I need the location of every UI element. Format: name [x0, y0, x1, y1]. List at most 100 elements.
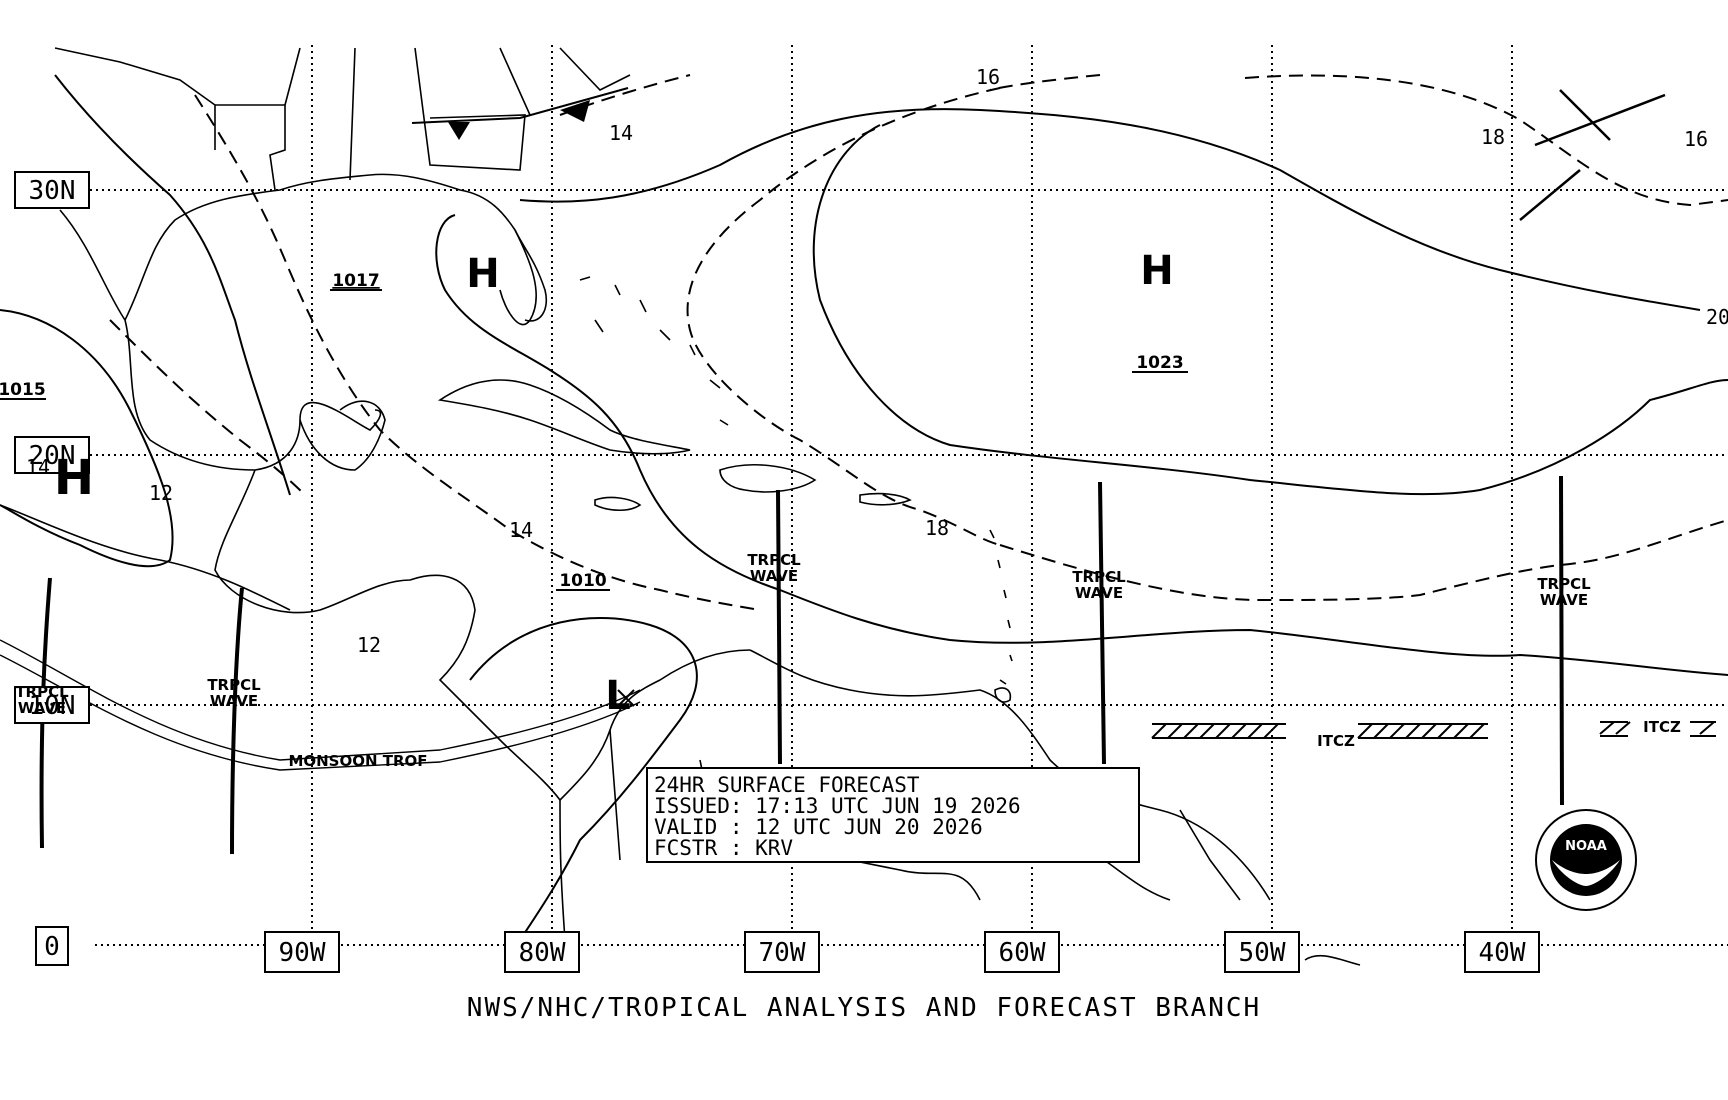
lat-label-20n: 20N: [29, 441, 76, 471]
isobar-label-12-west: 12: [149, 481, 173, 505]
itcz-label-2: ITCZ: [1643, 718, 1681, 736]
isobar-low: [469, 617, 698, 941]
lat-label-0: 0: [44, 932, 60, 962]
florida: [514, 229, 547, 322]
bahamas: [579, 276, 729, 426]
itcz-bar-4: [1690, 721, 1716, 737]
mexico-pacific-coast: [0, 504, 291, 611]
high-center-mexico: H: [54, 450, 94, 506]
isobar-dashed-18: [686, 87, 1001, 546]
pressure-centers: H 1017 H 1023 H 1015 L 1010: [0, 248, 1188, 719]
latitude-labels: 30N 20N 10N 0: [14, 171, 90, 966]
isobars-solid: [0, 74, 1728, 941]
tropical-wave-label-5-line2: WAVE: [1540, 591, 1588, 609]
lesser-antilles: [989, 529, 1013, 685]
pressure-value-1015: 1015: [0, 380, 46, 400]
brazil-coast: [1304, 955, 1361, 966]
isobar-label-18-north: 18: [1481, 125, 1505, 149]
us-border-texas: [54, 47, 216, 150]
trough-segment-ne: [1519, 169, 1581, 221]
wave-axis-5: [1559, 475, 1564, 806]
isobar-atlantic-north: [519, 108, 1701, 311]
central-america: [214, 469, 751, 802]
high-center-gulf: H: [466, 251, 499, 297]
footer-title: NWS/NHC/TROPICAL ANALYSIS AND FORECAST B…: [466, 993, 1262, 1023]
noaa-logo: NOAA: [1535, 809, 1637, 911]
isobar-label-16-east: 16: [1684, 127, 1708, 151]
noaa-logo-text: NOAA: [1565, 839, 1607, 854]
itcz-label-1: ITCZ: [1317, 732, 1355, 750]
tropical-wave-label-4-line2: WAVE: [1075, 584, 1123, 602]
lon-label-60w: 60W: [999, 938, 1046, 968]
isobar-dashed-14-south: [194, 94, 761, 611]
isobar-dashed-east-south: [999, 519, 1728, 602]
lat-label-10n: 10N: [29, 691, 76, 721]
isobar-dashed-16: [989, 74, 1101, 91]
low-center-caribbean: L: [605, 673, 631, 719]
isobar-label-14-north: 14: [609, 121, 633, 145]
low-center-marker: [617, 689, 635, 707]
pressure-value-1017: 1017: [332, 271, 379, 291]
tropical-wave-label-5-line1: TRPCL: [1537, 575, 1591, 593]
lon-label-70w: 70W: [759, 938, 806, 968]
itcz-bar-3: [1599, 721, 1631, 737]
isobar-label-14-central: 14: [509, 518, 533, 542]
lon-label-50w: 50W: [1239, 938, 1286, 968]
hispaniola: [719, 464, 817, 493]
forecast-title: 24HR SURFACE FORECAST: [654, 773, 920, 797]
tropical-wave-label-2-line2: WAVE: [210, 692, 258, 710]
yucatan: [299, 400, 386, 471]
isobar-label-12-central: 12: [357, 633, 381, 657]
trough-mexico: [109, 319, 306, 496]
pressure-value-1023: 1023: [1136, 353, 1183, 373]
isobar-label-20-east: 20: [1706, 305, 1728, 329]
front-triangle-1: [448, 122, 470, 140]
tropical-wave-label-1-line1: TRPCL: [15, 683, 69, 701]
noaa-seagull-icon: [1552, 860, 1620, 886]
itcz-bars: [1151, 721, 1716, 739]
wave-axis-4: [1098, 481, 1106, 765]
trough-cross-ne: [1534, 89, 1666, 147]
lon-label-90w: 90W: [279, 938, 326, 968]
isobar-caribbean-main: [435, 214, 1728, 676]
forecast-forecaster: FCSTR : KRV: [654, 836, 794, 860]
tropical-wave-label-3-line1: TRPCL: [747, 551, 801, 569]
stationary-front: [411, 87, 629, 124]
isobar-dashed-18-east: [1244, 74, 1728, 207]
isobar-label-14-west: 14: [26, 455, 50, 479]
isobar-gulf-west: [54, 74, 291, 496]
gulf-coast-us: [124, 173, 537, 326]
state-borders: [284, 47, 526, 181]
tropical-wave-label-1-line2: WAVE: [18, 699, 66, 717]
wave-axis-2: [230, 587, 244, 855]
isobar-labels: 16 14 18 16 20 14 12 14 18 12: [26, 65, 1728, 657]
fronts: [411, 87, 1666, 221]
isobar-atlantic-high: [812, 124, 1728, 496]
feature-labels: TRPCL WAVE TRPCL WAVE TRPCL WAVE TRPCL W…: [15, 551, 1681, 770]
south-america-coast: [559, 649, 1271, 941]
jamaica: [594, 496, 642, 512]
isobar-mexico-high: [0, 309, 174, 568]
state-borders-east: [499, 47, 631, 116]
tropical-wave-label-3-line2: WAVE: [750, 567, 798, 585]
longitude-labels: 90W 80W 70W 60W 50W 40W: [264, 931, 1540, 973]
lon-label-80w: 80W: [519, 938, 566, 968]
isobar-dashed-14: [559, 74, 691, 116]
isobar-label-16-north: 16: [976, 65, 1000, 89]
puerto-rico: [859, 492, 912, 506]
lon-label-40w: 40W: [1479, 938, 1526, 968]
isobars-dashed: [109, 74, 1728, 611]
lat-label-30n: 30N: [29, 176, 76, 206]
trinidad: [994, 687, 1012, 703]
isobar-label-18-central: 18: [925, 516, 949, 540]
tropical-wave-label-4-line1: TRPCL: [1072, 568, 1126, 586]
high-center-atlantic: H: [1140, 248, 1173, 294]
itcz-bar-2: [1357, 723, 1488, 739]
state-border-a: [215, 104, 286, 191]
pressure-value-1010: 1010: [559, 571, 606, 591]
cuba: [437, 379, 691, 455]
wave-axis-3: [776, 489, 782, 765]
monsoon-trough-label: MONSOON TROF: [288, 752, 427, 770]
